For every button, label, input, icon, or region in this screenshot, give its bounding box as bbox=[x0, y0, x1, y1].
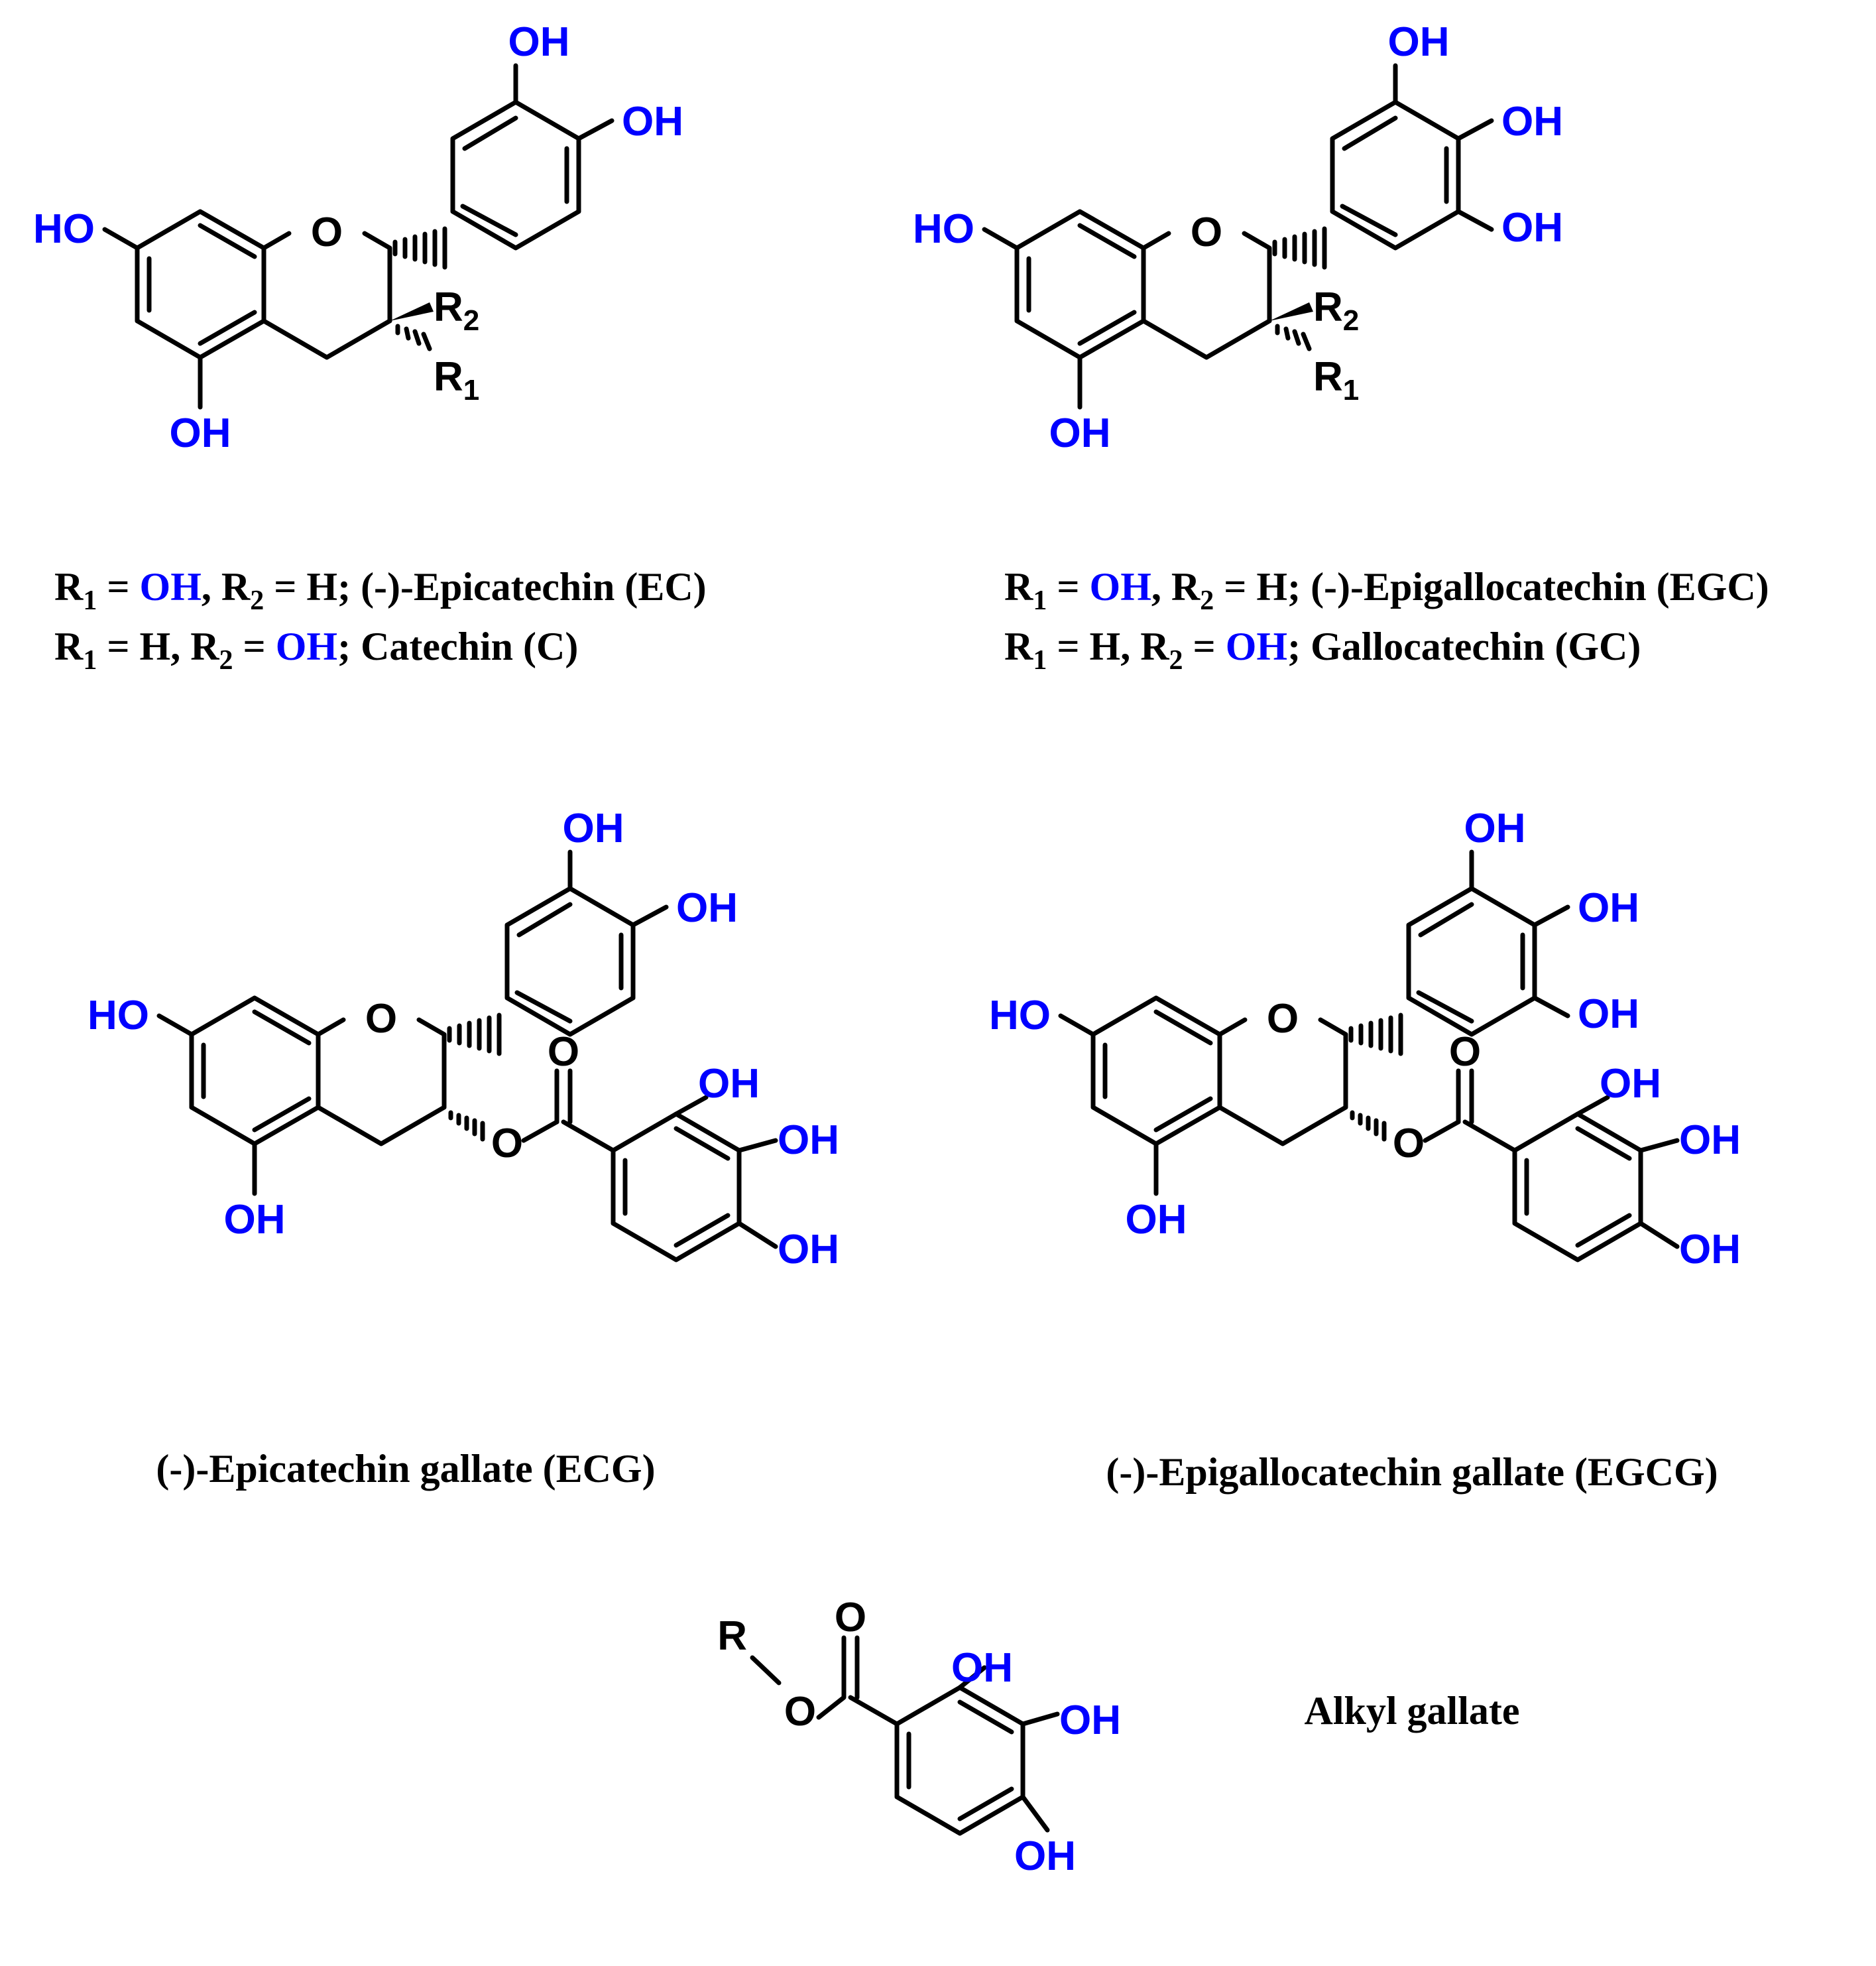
galloyl-oh-1: OH bbox=[951, 1645, 1013, 1691]
oh-7: HO bbox=[913, 206, 974, 252]
galloyl-oh-1: OH bbox=[698, 1061, 760, 1107]
ester-oxygen: O bbox=[784, 1689, 816, 1735]
caption-ec-c: R1 = OH, R2 = H; (-)-Epicatechin (EC) R1… bbox=[54, 565, 707, 676]
caption-egc-gc: R1 = OH, R2 = H; (-)-Epigallocatechin (E… bbox=[1004, 565, 1769, 676]
oh-5p: OH bbox=[1578, 991, 1639, 1037]
structure-ecg: O HO OH OH OH O O OH OH OH bbox=[88, 806, 839, 1272]
oh-4p: OH bbox=[1578, 885, 1639, 931]
r2-label: R2 bbox=[434, 284, 479, 337]
ring-oxygen: O bbox=[311, 210, 343, 255]
structure-egcg: O HO OH OH OH OH O O OH OH OH bbox=[989, 806, 1741, 1272]
ester-oxygen: O bbox=[491, 1121, 523, 1166]
oh-5: OH bbox=[1126, 1197, 1187, 1243]
structure-alkyl-gallate: R O O OH OH OH bbox=[717, 1595, 1121, 1879]
galloyl-oh-2: OH bbox=[1059, 1697, 1121, 1743]
oh-5: OH bbox=[170, 410, 231, 456]
oh-3p: OH bbox=[1388, 19, 1450, 65]
caption-ec-line: R1 = OH, R2 = H; (-)-Epicatechin (EC) bbox=[54, 565, 707, 616]
caption-alkyl-gallate: Alkyl gallate bbox=[1305, 1689, 1520, 1733]
oh-3p: OH bbox=[563, 806, 624, 851]
ring-oxygen: O bbox=[1191, 210, 1222, 255]
caption-gc-line: R1 = H, R2 = OH; Gallocatechin (GC) bbox=[1004, 625, 1641, 676]
oh-5: OH bbox=[224, 1197, 286, 1243]
r1-label: R1 bbox=[434, 354, 479, 406]
r2-label: R2 bbox=[1313, 284, 1359, 337]
oh-3p: OH bbox=[508, 19, 570, 65]
galloyl-oh-3: OH bbox=[1014, 1833, 1076, 1879]
oh-4p: OH bbox=[676, 885, 738, 931]
caption-c-line: R1 = H, R2 = OH; Catechin (C) bbox=[54, 625, 578, 676]
r1-label: R1 bbox=[1313, 354, 1359, 406]
oh-7: HO bbox=[989, 993, 1051, 1038]
caption-egcg: (-)-Epigallocatechin gallate (EGCG) bbox=[1106, 1450, 1718, 1494]
carbonyl-oxygen: O bbox=[1449, 1029, 1481, 1075]
oh-4p: OH bbox=[622, 99, 683, 145]
galloyl-oh-2: OH bbox=[1679, 1117, 1741, 1163]
oh-5p: OH bbox=[1501, 205, 1563, 251]
galloyl-oh-3: OH bbox=[778, 1227, 839, 1272]
oh-7: HO bbox=[88, 993, 149, 1038]
caption-ecg: (-)-Epicatechin gallate (ECG) bbox=[156, 1447, 655, 1491]
carbonyl-oxygen: O bbox=[548, 1029, 579, 1075]
oh-4p: OH bbox=[1501, 99, 1563, 145]
structure-ec-c: O HO OH OH OH R2 R1 bbox=[33, 19, 683, 456]
ester-oxygen: O bbox=[1393, 1121, 1425, 1166]
ring-oxygen: O bbox=[365, 996, 397, 1042]
ring-oxygen: O bbox=[1267, 996, 1299, 1042]
carbonyl-oxygen: O bbox=[835, 1595, 866, 1640]
caption-egc-line: R1 = OH, R2 = H; (-)-Epigallocatechin (E… bbox=[1004, 565, 1769, 616]
galloyl-oh-3: OH bbox=[1679, 1227, 1741, 1272]
oh-5: OH bbox=[1049, 410, 1111, 456]
r-group: R bbox=[717, 1613, 747, 1659]
galloyl-oh-1: OH bbox=[1600, 1061, 1661, 1107]
oh-7: HO bbox=[33, 206, 95, 252]
oh-3p: OH bbox=[1464, 806, 1526, 851]
galloyl-oh-2: OH bbox=[778, 1117, 839, 1163]
structure-egc-gc: O HO OH OH OH OH R2 R1 bbox=[913, 19, 1563, 456]
